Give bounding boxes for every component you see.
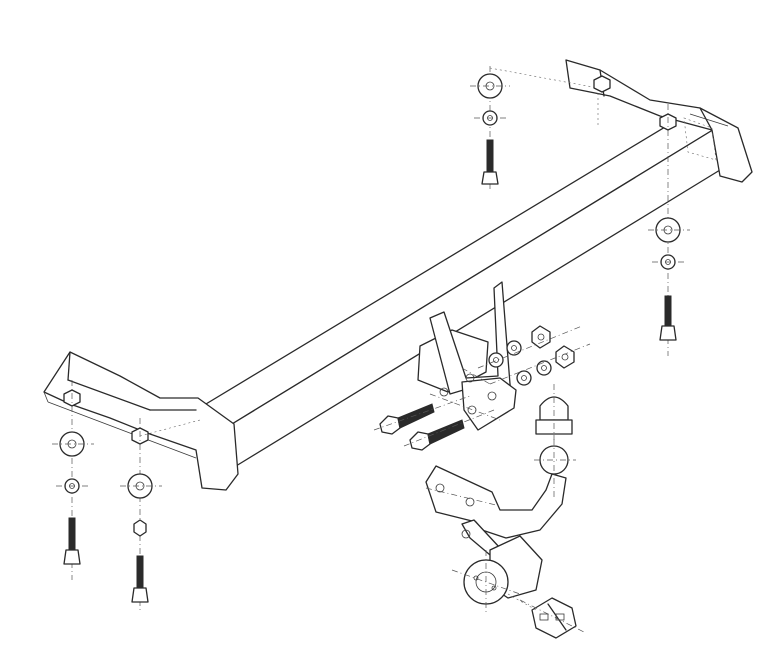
bolt (486, 139, 494, 173)
bolt (68, 517, 76, 551)
center-nuts-washers (477, 325, 591, 386)
bolt (136, 555, 144, 589)
bolt-head (409, 431, 431, 451)
nut (531, 325, 551, 349)
right-fastener-stack (648, 217, 690, 341)
crossbar (195, 117, 721, 467)
washer (536, 360, 552, 376)
bolt-head (131, 587, 149, 603)
left-fastener-stack-outer (52, 380, 94, 580)
electrical-socket (451, 535, 543, 614)
center-mounting-plate (417, 281, 517, 431)
bolt-shank (397, 403, 435, 429)
socket-connector-plug (507, 593, 585, 639)
washer (516, 370, 532, 386)
bolt-head (63, 549, 81, 565)
washer (506, 340, 522, 356)
top-fastener-stack (470, 66, 599, 192)
left-fastener-stack-inner (120, 418, 201, 610)
bolt-head (659, 325, 677, 341)
tow-ball (534, 426, 576, 498)
nut (133, 519, 147, 537)
bolt-shank (427, 419, 465, 445)
bolt (664, 295, 672, 327)
center-bolts (373, 395, 495, 451)
left-mounting-bracket (43, 351, 239, 491)
bolt-head (481, 171, 499, 185)
washer (488, 352, 504, 368)
ball-cover-cap (535, 384, 573, 440)
bolt-head (379, 415, 401, 435)
nut (555, 345, 575, 369)
tow-ball-neck (425, 465, 567, 539)
